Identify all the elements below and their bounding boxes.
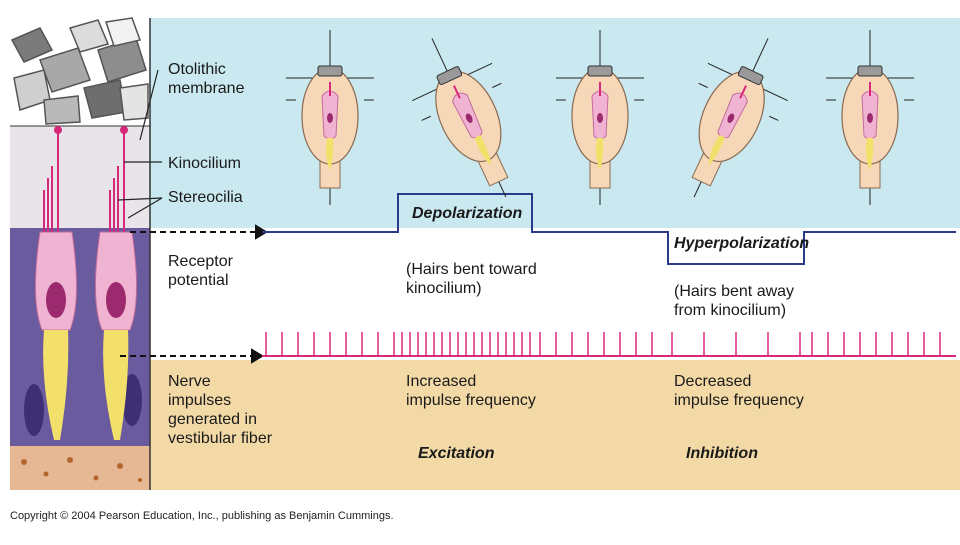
copyright-notice: Copyright © 2004 Pearson Education, Inc.…	[10, 510, 394, 522]
head-tilt-icon	[826, 30, 914, 205]
receptor-potential-label: Receptor potential	[168, 253, 233, 289]
nerve-impulses-label: Nerve impulses generated in vestibular f…	[168, 373, 273, 447]
increased-frequency-label: Increased impulse frequency	[406, 373, 536, 409]
otolith-crystal-icon	[10, 17, 149, 125]
hyperpolarization-label: Hyperpolarization	[674, 235, 810, 252]
sand-panel	[150, 360, 960, 490]
hyperpolarization-description: (Hairs bent away from kinocilium)	[674, 283, 795, 319]
stereocilia-label: Stereocilia	[168, 189, 243, 206]
kinocilium-label: Kinocilium	[168, 155, 241, 172]
head-tilt-icon	[412, 38, 509, 198]
impulse-spikes	[265, 332, 941, 356]
otolithic-membrane-label: Otolithic membrane	[168, 61, 245, 97]
decreased-frequency-label: Decreased impulse frequency	[674, 373, 804, 409]
arrow-right-icon	[120, 224, 268, 364]
hair-cell-icon	[34, 231, 138, 440]
sky-panel	[150, 18, 960, 228]
excitation-label: Excitation	[418, 445, 495, 462]
head-tilt-icon	[286, 30, 374, 205]
head-tilt-icon	[556, 30, 644, 205]
head-tilt-group	[286, 30, 914, 205]
inhibition-label: Inhibition	[686, 445, 758, 462]
head-tilt-icon	[691, 38, 788, 198]
hair-cell-cross-section	[10, 17, 163, 490]
receptor-potential-trace	[262, 193, 956, 265]
depolarization-label: Depolarization	[412, 205, 523, 222]
depolarization-description: (Hairs bent toward kinocilium)	[406, 261, 537, 297]
